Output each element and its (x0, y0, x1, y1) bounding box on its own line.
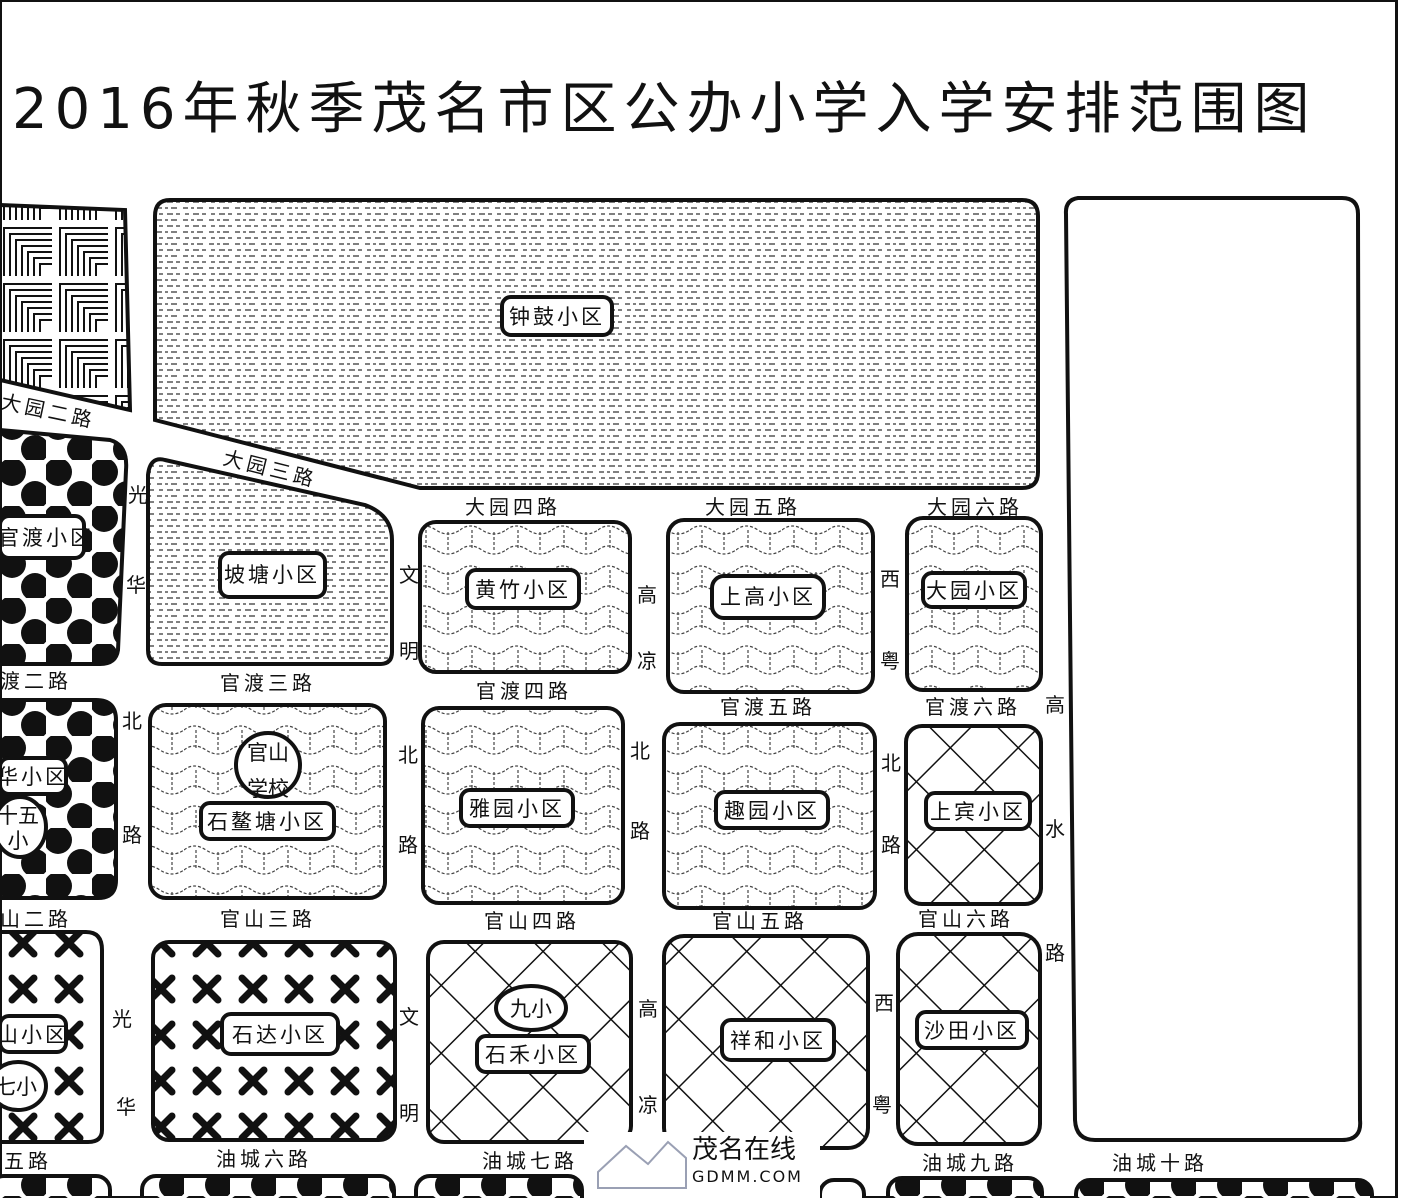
label-xianghe: 祥和小区 (730, 1029, 826, 1053)
road-guanshan2: 山二路 (0, 907, 72, 931)
road-guandu5: 官渡五路 (720, 695, 816, 719)
road-wenming-2a: 文 (399, 1005, 419, 1029)
badge-shiwu-2: 小 (8, 829, 29, 853)
road-guanshan4: 官山四路 (484, 909, 580, 933)
road-beilu-3b: 路 (630, 819, 650, 843)
road-youcheng9: 油城九路 (922, 1151, 1018, 1175)
road-guanghua-1a: 光 (128, 483, 148, 507)
school-badges: 官山 学校 十五 小 九小 七小 (0, 731, 568, 1112)
road-xiyue-2a: 西 (874, 991, 894, 1015)
road-beilu-4a: 北 (881, 751, 901, 775)
road-wenming-1b: 明 (399, 639, 419, 663)
watermark-brand: 茂名在线 (692, 1135, 796, 1165)
district-labels: 钟鼓小区 官渡小区 坡塘小区 黄竹小区 上高小区 大园小区 华小区 石鳌塘小区 … (0, 295, 1032, 1074)
badge-guanshan-2: 学校 (247, 777, 289, 801)
road-gaoshui-a: 高 (1045, 693, 1065, 717)
label-shida: 石达小区 (232, 1023, 328, 1047)
road-beilu-2b: 路 (398, 833, 418, 857)
road-gaoliang-1a: 高 (637, 583, 657, 607)
badge-qixiao: 七小 (0, 1075, 37, 1099)
watermark-domain: GDMM.COM (692, 1167, 803, 1186)
road-dayuan5: 大园五路 (705, 495, 801, 519)
road-guanshan5: 官山五路 (712, 909, 808, 933)
road-guandu3: 官渡三路 (220, 671, 316, 695)
map-title: 2016年秋季茂名市区公办小学入学安排范围图 (12, 77, 1317, 142)
road-gaoliang-2a: 高 (638, 997, 658, 1021)
road-guandu6: 官渡六路 (925, 695, 1021, 719)
road-xiyue-2b: 粤 (872, 1093, 892, 1117)
label-dayuan: 大园小区 (926, 579, 1022, 603)
road-beilu-1b: 路 (122, 823, 142, 847)
label-left-low: 山小区 (0, 1023, 69, 1047)
road-wenming-1a: 文 (399, 563, 419, 587)
road-beilu-3a: 北 (630, 739, 650, 763)
label-yayuan: 雅园小区 (469, 797, 565, 821)
label-potang: 坡塘小区 (224, 563, 320, 587)
badge-guanshan-1: 官山 (247, 741, 289, 765)
road-gaoshui-c: 路 (1045, 941, 1065, 965)
label-shihe: 石禾小区 (485, 1043, 581, 1067)
badge-jiuxiao: 九小 (510, 997, 552, 1021)
road-guanshan6: 官山六路 (918, 907, 1014, 931)
label-shiaotang: 石鳌塘小区 (207, 810, 327, 834)
road-youcheng6: 油城六路 (216, 1147, 312, 1171)
road-beilu-2a: 北 (398, 743, 418, 767)
label-left-mid: 华小区 (0, 765, 69, 789)
road-guandu2: 渡二路 (0, 669, 72, 693)
road-gaoliang-2b: 凉 (638, 1093, 658, 1117)
road-xiyue-1a: 西 (880, 567, 900, 591)
label-guandu: 官渡小区 (0, 526, 94, 550)
label-shanggao: 上高小区 (720, 585, 816, 609)
road-youcheng7: 油城七路 (482, 1149, 578, 1173)
road-dayuan4: 大园四路 (465, 495, 561, 519)
zhonggu-block (153, 198, 1040, 490)
watermark: 茂名在线 GDMM.COM (584, 1132, 820, 1198)
maze-block (0, 202, 133, 413)
label-quyuan: 趣园小区 (724, 799, 820, 823)
road-xiyue-1b: 粤 (880, 649, 900, 673)
road-gaoliang-1b: 凉 (637, 649, 657, 673)
road-guanshan3: 官山三路 (220, 907, 316, 931)
watermark-logo-icon (597, 1140, 687, 1189)
label-huangzhu: 黄竹小区 (475, 578, 571, 602)
label-zhonggu: 钟鼓小区 (509, 305, 605, 329)
label-shatian: 沙田小区 (924, 1019, 1020, 1043)
road-wenming-2b: 明 (399, 1101, 419, 1125)
badge-shiwu-1: 十五 (0, 804, 39, 828)
label-shangbin: 上宾小区 (930, 800, 1026, 824)
road-dayuan6: 大园六路 (927, 495, 1023, 519)
road-guanghua-1b: 华 (126, 573, 146, 597)
road-youcheng10: 油城十路 (1112, 1151, 1208, 1175)
road-beilu-1a: 北 (122, 709, 142, 733)
road-guanghua-2a: 光 (112, 1007, 132, 1031)
road-gaoshui-b: 水 (1045, 817, 1065, 841)
road-guanghua-2b: 华 (116, 1095, 136, 1119)
road-beilu-4b: 路 (881, 833, 901, 857)
road-youcheng5: 五路 (4, 1149, 52, 1173)
road-guandu4: 官渡四路 (476, 679, 572, 703)
east-block (1063, 196, 1363, 1142)
